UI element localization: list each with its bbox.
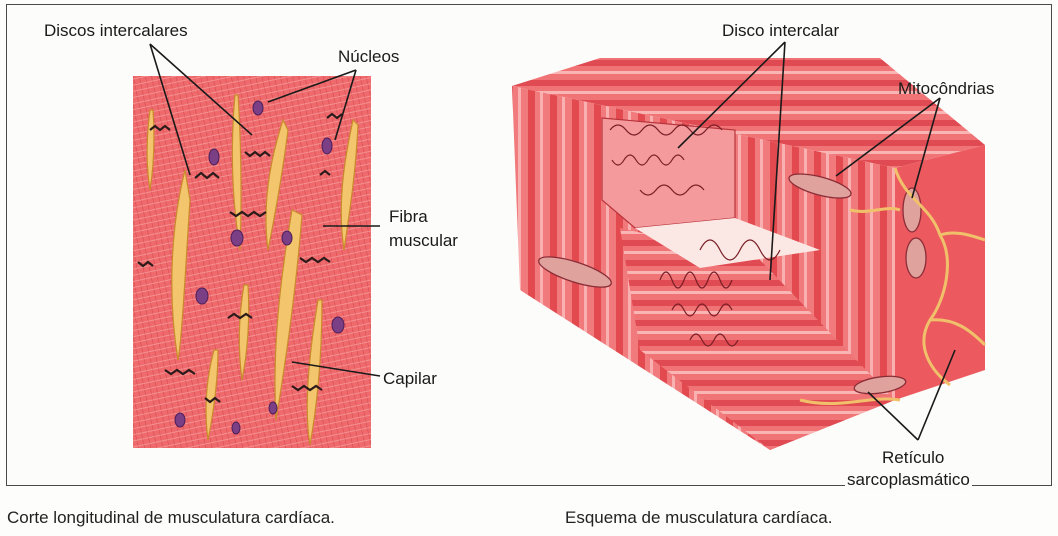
label-nuclei: Núcleos [338, 46, 399, 67]
label-intercalated-disc: Disco intercalar [722, 20, 839, 41]
label-capillary: Capilar [383, 368, 437, 389]
caption-left: Corte longitudinal de musculatura cardía… [7, 508, 335, 528]
caption-right: Esquema de musculatura cardíaca. [565, 508, 832, 528]
label-muscle-fiber-line2: muscular [389, 230, 458, 251]
label-reticulum-line2: sarcoplasmático [845, 469, 972, 490]
label-mitochondria: Mitocôndrias [898, 78, 994, 99]
label-intercalated-discs: Discos intercalares [44, 20, 188, 41]
muscle-tissue-block [133, 76, 371, 448]
label-muscle-fiber-line1: Fibra [389, 206, 428, 227]
label-reticulum-line1: Retículo [882, 447, 944, 468]
longitudinal-section [133, 76, 371, 448]
